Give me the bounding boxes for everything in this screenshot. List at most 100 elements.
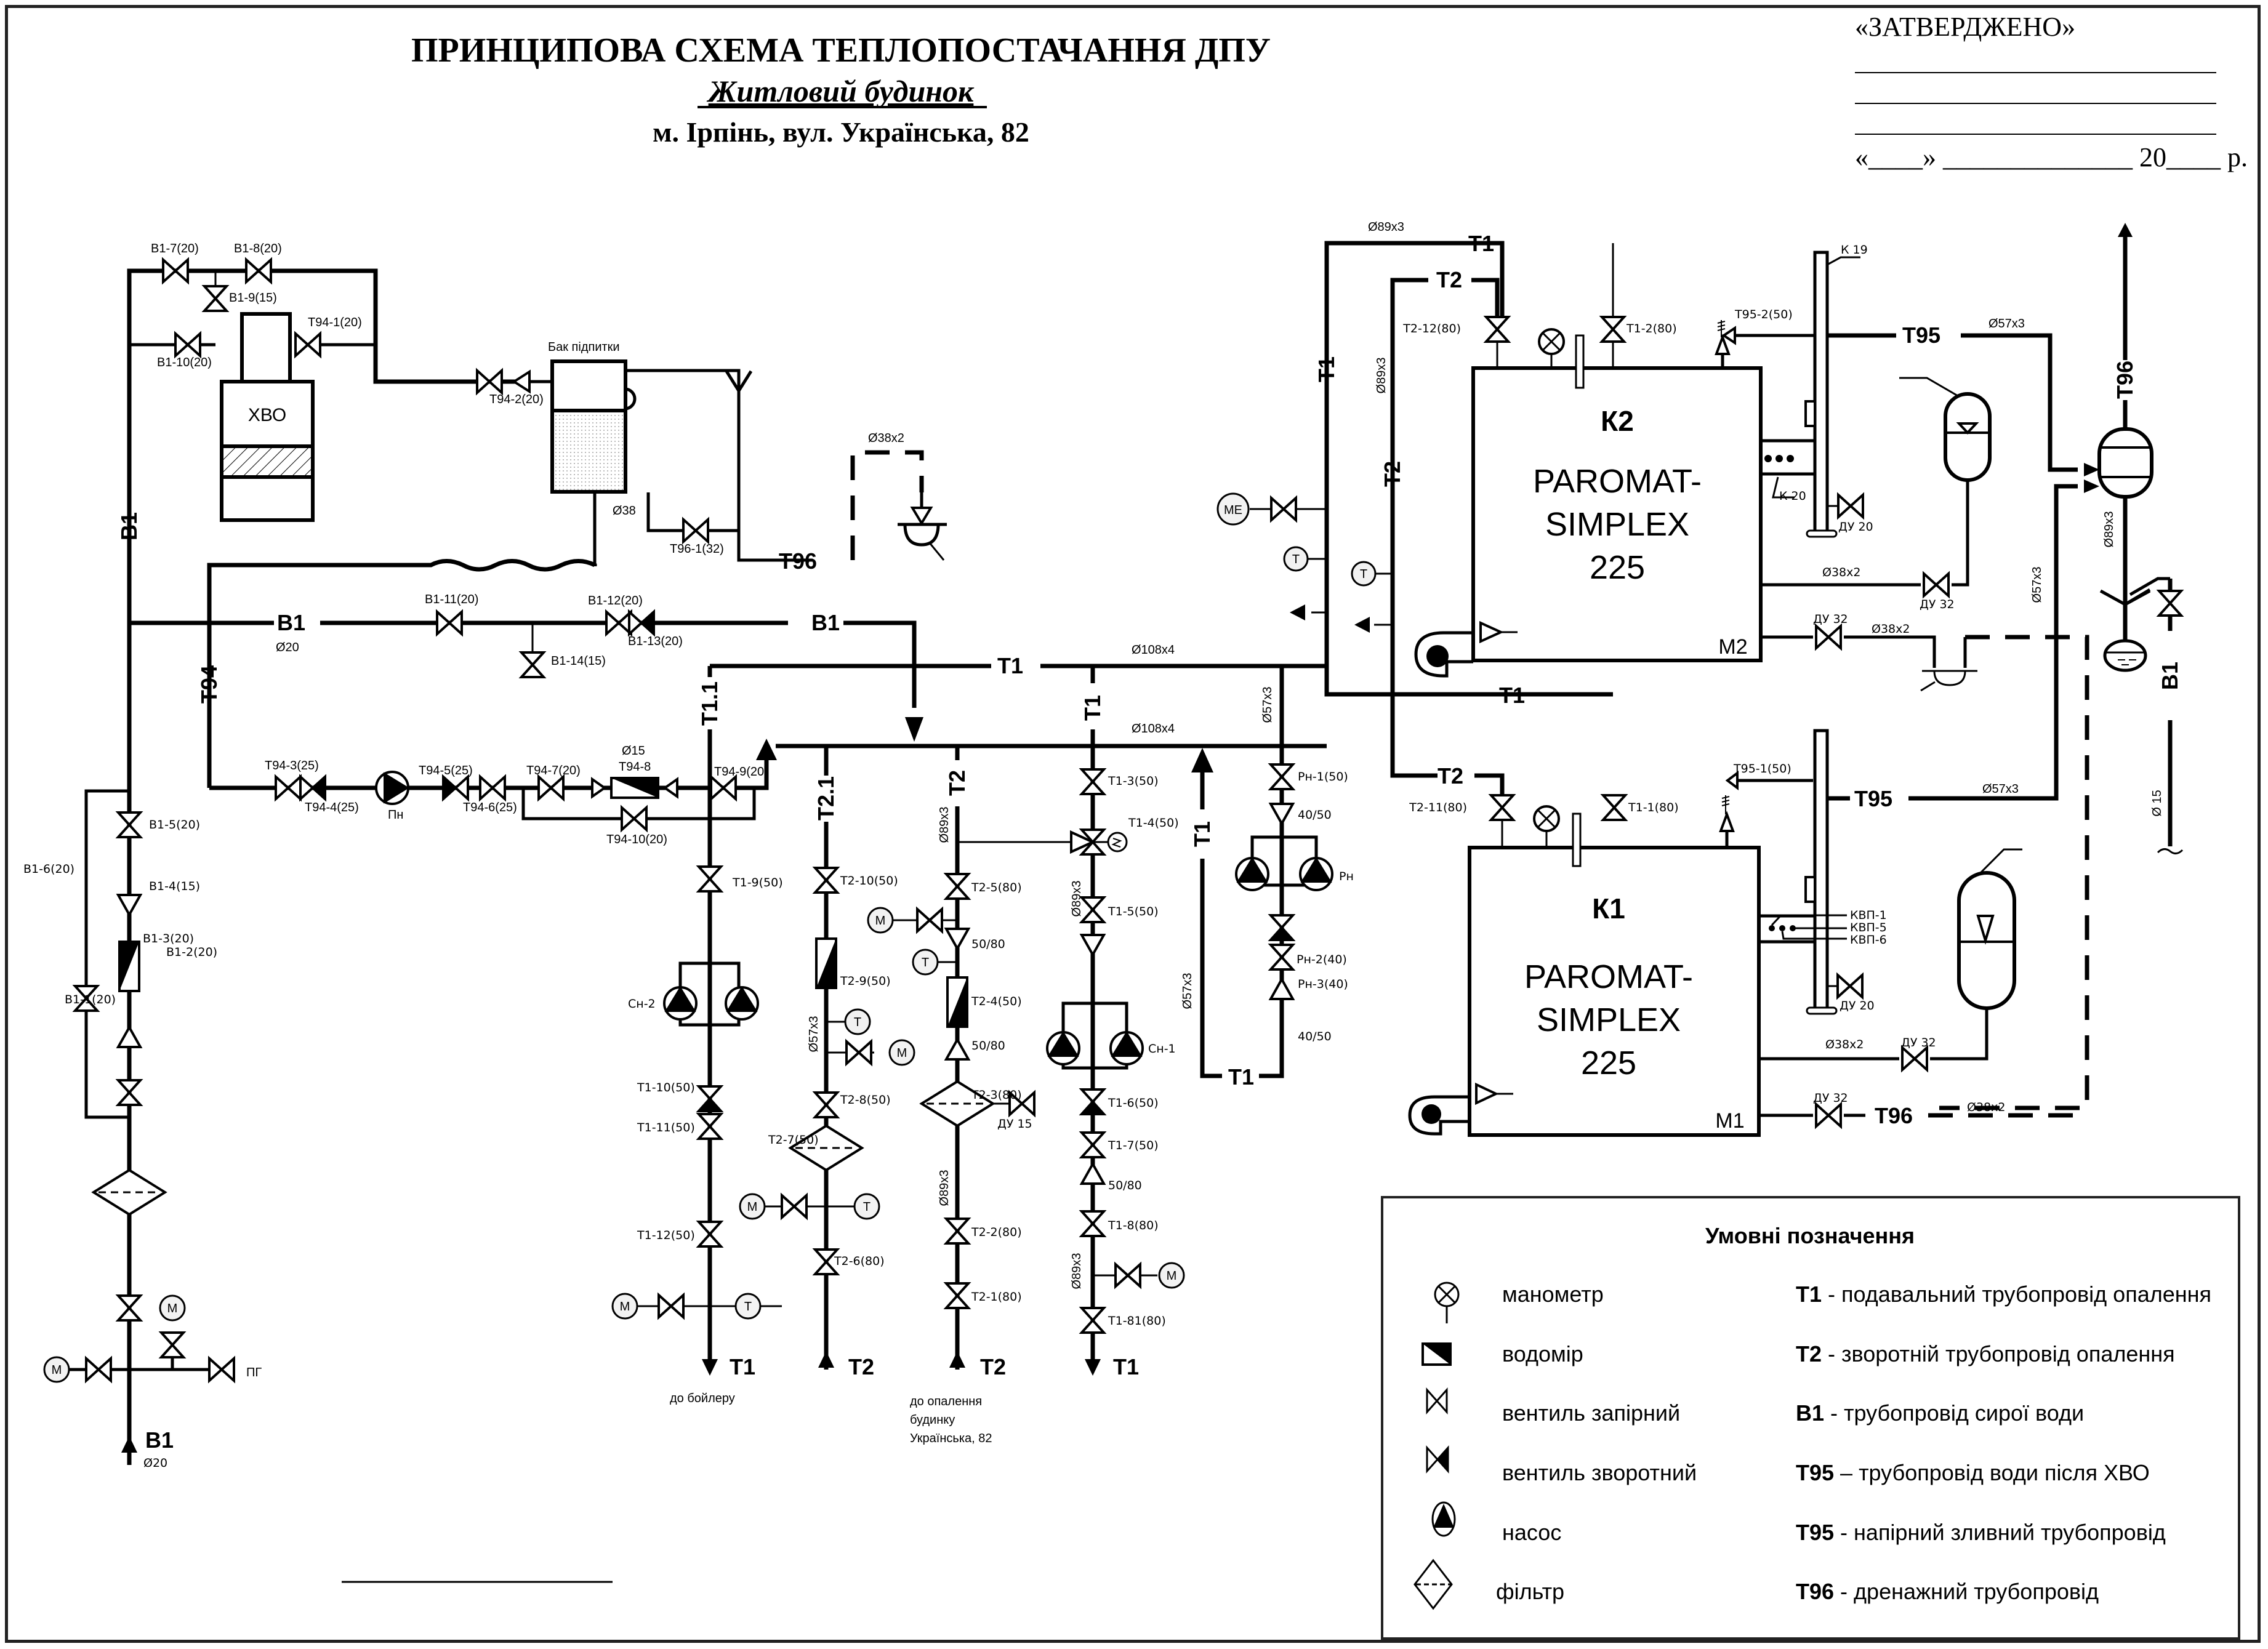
label-b1-12: В1-12(20) — [588, 594, 643, 608]
valve-me[interactable] — [1270, 497, 1297, 521]
valve-t2-2[interactable] — [945, 1218, 970, 1245]
svg-text:М: М — [897, 1046, 907, 1060]
valve-t2-1[interactable] — [945, 1282, 970, 1309]
valve-t94-9[interactable] — [710, 776, 737, 800]
pump-sn1-b[interactable] — [1109, 1031, 1144, 1065]
valve-b1-3[interactable] — [117, 1079, 142, 1106]
boiler-k2[interactable]: К2 PAROMAT- SIMPLEX 225 М2 — [1471, 366, 1763, 662]
valve-t2-5[interactable] — [945, 873, 970, 900]
water-meter-t2-4[interactable] — [946, 976, 968, 1028]
valve-b1-11[interactable] — [436, 611, 463, 635]
valve-t1-9[interactable] — [698, 865, 722, 893]
valve-rn-3[interactable] — [1269, 944, 1294, 971]
pipe-label-t2-riser: Т2 — [1380, 461, 1405, 487]
legend-box: Умовні позначення — [1381, 1196, 2240, 1640]
valve-t2-12[interactable] — [1485, 316, 1510, 343]
valve-t2-10[interactable] — [814, 867, 838, 894]
check-valve-t94-5[interactable] — [442, 776, 469, 800]
valve-t1-gauge[interactable] — [657, 1294, 685, 1318]
valve-pg-gauge[interactable] — [160, 1331, 185, 1358]
valve-b1-14[interactable] — [520, 651, 545, 678]
destination-boiler: до бойлеру — [670, 1392, 735, 1405]
valve-t1-7[interactable] — [1080, 1131, 1105, 1158]
valve-t1-12[interactable] — [698, 1221, 722, 1248]
valve-gauge-left[interactable] — [85, 1357, 112, 1382]
valve-t94-1[interactable] — [294, 332, 321, 357]
valve-t94-6[interactable] — [479, 776, 506, 800]
pipe-label-t2-k1: Т2 — [1438, 763, 1463, 788]
label-t1-12: Т1-12(50) — [637, 1229, 695, 1242]
valve-b1-8[interactable] — [245, 259, 272, 283]
check-valve-rn-2[interactable] — [1269, 914, 1294, 941]
valve-t94-2[interactable] — [476, 369, 503, 394]
valve-t1-11[interactable] — [698, 1113, 722, 1140]
water-meter-t94-8[interactable] — [610, 777, 659, 799]
valve-t1-5[interactable] — [1080, 896, 1105, 923]
filter-t2-7[interactable] — [789, 1125, 863, 1171]
boiler-k1[interactable]: К1 PAROMAT- SIMPLEX 225 М1 — [1468, 846, 1761, 1137]
valve-du20-k1[interactable] — [1836, 974, 1864, 998]
valve-rn-1[interactable] — [1269, 763, 1294, 790]
pump-pn[interactable] — [375, 771, 409, 805]
valve-b1-12[interactable] — [605, 611, 632, 635]
valve-t2-7-gauge[interactable] — [781, 1194, 808, 1219]
valve-b1-10[interactable] — [174, 332, 201, 357]
label-t2-1: Т2-1(80) — [971, 1290, 1022, 1304]
check-valve-t1-10[interactable] — [698, 1085, 722, 1112]
thermometer-t2-riser — [1351, 561, 1377, 587]
valve-pg[interactable] — [208, 1357, 235, 1382]
pump-rn-a[interactable] — [1235, 857, 1269, 891]
valve-t1-1[interactable] — [1602, 794, 1627, 821]
valve-t1-81[interactable] — [1080, 1307, 1105, 1334]
valve-b1-9[interactable] — [203, 285, 228, 312]
valve-t2-5-gauge[interactable] — [916, 908, 943, 933]
valve-du32-k1-drain[interactable] — [1815, 1103, 1842, 1128]
valve-b1-7[interactable] — [162, 259, 189, 283]
valve-b1-5[interactable] — [117, 811, 142, 838]
valve-b1-1[interactable] — [117, 1294, 142, 1322]
address: м. Ірпінь, вул. Українська, 82 — [653, 116, 1029, 148]
three-way-valve-t1-4[interactable] — [1070, 829, 1128, 856]
valve-du32-k2-tank[interactable] — [1923, 572, 1950, 597]
valve-t1-2[interactable] — [1601, 316, 1625, 343]
filter-b1-2[interactable] — [92, 1169, 166, 1216]
valve-t94-3[interactable] — [275, 776, 302, 800]
valve-t2-8[interactable] — [814, 1091, 838, 1118]
pump-sn2-a[interactable] — [663, 986, 698, 1021]
water-meter-t2-9[interactable] — [815, 937, 837, 989]
pump-icon — [1431, 1501, 1456, 1537]
check-valve-b1-13[interactable] — [628, 611, 655, 635]
boiler-k2-model-1: PAROMAT- — [1533, 463, 1702, 500]
safety-valve-t95-1[interactable] — [1719, 811, 1735, 832]
filter-icon — [1413, 1559, 1453, 1610]
svg-text:Т: Т — [744, 1300, 752, 1314]
water-meter-b1-4[interactable] — [118, 941, 140, 992]
label-b1-4: В1-4(15) — [149, 880, 200, 893]
valve-t2-gauge[interactable] — [845, 1040, 872, 1065]
valve-t94-10[interactable] — [621, 806, 648, 831]
label-b1-10: В1-10(20) — [157, 356, 212, 369]
pipe-label-t1-loop: Т1 — [1228, 1064, 1254, 1089]
approval-stamp: «ЗАТВЕРДЖЕНО» — [1855, 12, 2075, 42]
pump-sn2-b[interactable] — [725, 986, 759, 1021]
valve-t96-1[interactable] — [682, 518, 709, 543]
pump-rn-b[interactable] — [1299, 857, 1333, 891]
valve-du32-k1-tank[interactable] — [1901, 1046, 1928, 1071]
valve-t1-8-gauge[interactable] — [1114, 1263, 1141, 1288]
pipe-label-t2-k2: Т2 — [1436, 267, 1462, 292]
check-valve-t1-6[interactable] — [1080, 1088, 1105, 1115]
thermometer-t2-9 — [844, 1008, 871, 1035]
pipe-label-t96-vent: Т96 — [2112, 361, 2137, 399]
valve-t1-8[interactable] — [1080, 1210, 1105, 1237]
reducer-t1-lower — [1080, 1163, 1105, 1185]
valve-b1-separator[interactable] — [2158, 590, 2182, 617]
safety-valve-t95-2[interactable] — [1715, 334, 1731, 355]
pump-sn1-a[interactable] — [1046, 1031, 1080, 1065]
valve-du20-k2[interactable] — [1837, 494, 1864, 518]
valve-du32-k2-drain[interactable] — [1815, 625, 1842, 649]
thermowell-k1 — [1572, 812, 1582, 867]
valve-t1-3[interactable] — [1080, 768, 1105, 795]
valve-t2-11[interactable] — [1490, 794, 1514, 821]
check-valve-t94-4[interactable] — [299, 776, 326, 800]
valve-t94-7[interactable] — [537, 776, 565, 800]
